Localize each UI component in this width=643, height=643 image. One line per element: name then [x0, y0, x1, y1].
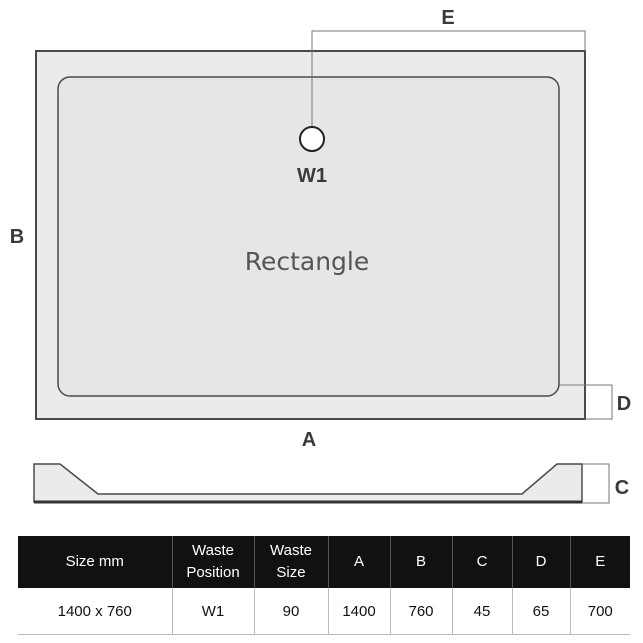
table-header-cell: B — [389, 536, 452, 588]
table-header-cell: D — [511, 536, 570, 588]
dimension-e-line — [311, 30, 586, 127]
header-text: Size — [276, 564, 306, 581]
table-header-cell: E — [569, 536, 630, 588]
table-header-cell: A — [327, 536, 390, 588]
waste-label: W1 — [297, 165, 327, 187]
table-cell: 45 — [451, 588, 512, 635]
header-text: Waste — [192, 542, 234, 559]
dimension-a-label: A — [302, 429, 316, 451]
shape-label: Rectangle — [245, 247, 370, 276]
header-text: B — [415, 553, 426, 570]
header-text: E — [595, 553, 606, 570]
header-text: A — [353, 553, 364, 570]
tray-basin — [57, 76, 560, 397]
dimension-c-label: C — [615, 477, 629, 499]
table-cell: 760 — [389, 588, 452, 635]
table-cell: 700 — [569, 588, 630, 635]
table-cell: W1 — [171, 588, 254, 635]
header-text: C — [476, 553, 488, 570]
table-cell: 1400 — [327, 588, 390, 635]
header-text: Waste — [270, 542, 312, 559]
table-cell: 90 — [253, 588, 328, 635]
dimension-d-label: D — [617, 393, 631, 415]
table-header-cell: C — [451, 536, 512, 588]
table-cell: 1400 x 760 — [18, 588, 172, 635]
dimension-b-label: B — [10, 226, 24, 248]
table-cell: 65 — [511, 588, 570, 635]
header-text: Size mm — [65, 553, 124, 570]
dimension-c-line — [582, 463, 610, 504]
tray-side-profile — [33, 463, 583, 503]
waste-icon — [299, 126, 325, 152]
table-header-cell: Size mm — [18, 536, 172, 588]
header-text: Position — [186, 564, 240, 581]
dimension-d-line — [559, 384, 613, 420]
header-text: D — [535, 553, 547, 570]
shower-tray-diagram: E W1 Rectangle B A D C — [10, 7, 631, 504]
dimension-e-label: E — [441, 7, 454, 29]
